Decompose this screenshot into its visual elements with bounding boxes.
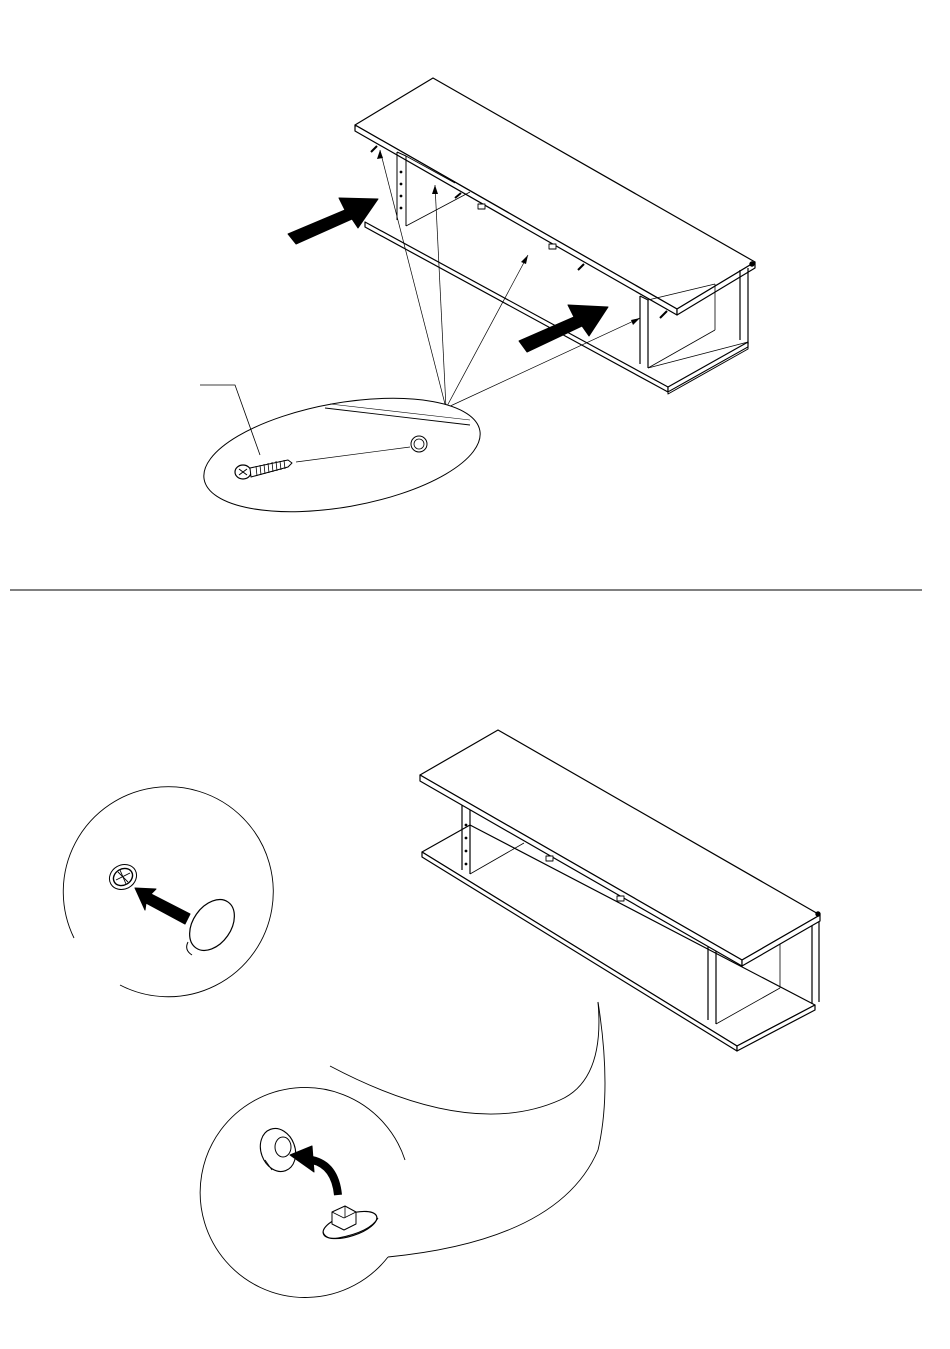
cover-cap-detail (63, 787, 273, 997)
insertion-arrow (519, 305, 608, 352)
push-arrow-icon (135, 888, 190, 924)
connector-cap-detail (200, 1002, 605, 1297)
insertion-arrow (288, 198, 378, 244)
curved-arrow-icon (290, 1146, 338, 1195)
connector-ring-icon (255, 1124, 302, 1177)
step-2-panel (63, 730, 820, 1297)
tv-bench-upright (420, 730, 820, 1051)
connector-cap-icon (320, 1206, 380, 1244)
cover-cap-icon (180, 891, 243, 959)
screw-hole (411, 436, 427, 452)
step-1-panel (195, 78, 755, 531)
tv-bench-upside-down (355, 78, 755, 394)
